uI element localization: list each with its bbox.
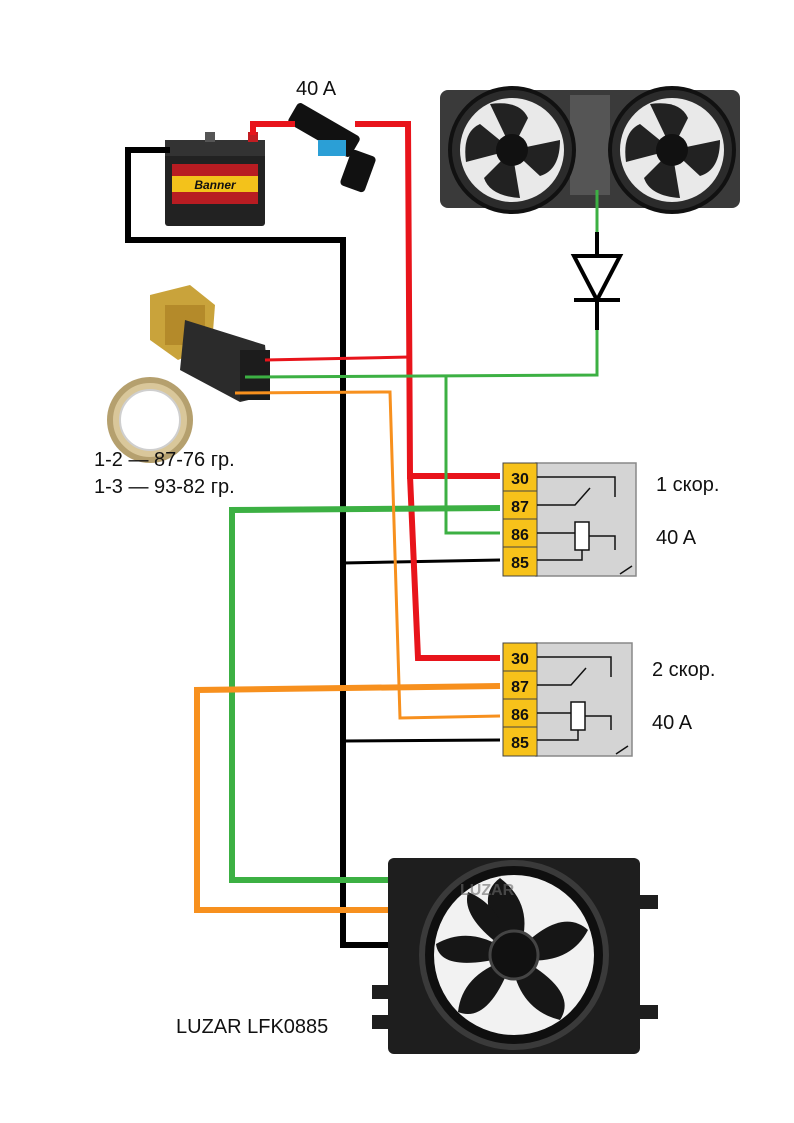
- twin-fan-image: [440, 86, 740, 214]
- relay2-speed-label: 2 скор.: [652, 659, 715, 681]
- relay2-pin-86: 86: [511, 707, 529, 724]
- diode-symbol: [570, 232, 624, 330]
- relay2-pin-87: 87: [511, 679, 529, 696]
- battery-image: Banner: [165, 132, 265, 226]
- relay-1: 30 87 86 85: [502, 462, 637, 577]
- fan-watermark: LUZAR: [460, 882, 515, 899]
- ground-wires: [125, 147, 501, 948]
- low-speed-wires: [229, 190, 599, 883]
- fuse-holder: [288, 103, 376, 193]
- relay1-pin-87: 87: [511, 499, 529, 516]
- relay1-pin-85: 85: [511, 555, 529, 572]
- thermo-line-1: 1-2 — 87-76 гр.: [94, 449, 235, 471]
- thermo-line-2: 1-3 — 93-82 гр.: [94, 476, 235, 498]
- plus-wires: [250, 121, 500, 661]
- relay1-pin-30: 30: [511, 471, 529, 488]
- relay1-speed-label: 1 скор.: [656, 474, 719, 496]
- relay2-pin-85: 85: [511, 735, 529, 752]
- thermo-switch-image: [107, 285, 270, 463]
- relay-2: 30 87 86 85: [502, 642, 633, 757]
- fan-model-label: LUZAR LFK0885: [176, 1016, 328, 1038]
- relay1-rating-label: 40 A: [656, 527, 697, 549]
- relay2-rating-label: 40 A: [652, 712, 693, 734]
- luzar-fan-image: LUZAR: [372, 858, 658, 1054]
- fuse-rating-label: 40 A: [296, 78, 337, 100]
- high-speed-wires: [194, 390, 501, 913]
- relay2-pin-30: 30: [511, 651, 529, 668]
- battery-brand: Banner: [194, 178, 237, 192]
- relay1-pin-86: 86: [511, 527, 529, 544]
